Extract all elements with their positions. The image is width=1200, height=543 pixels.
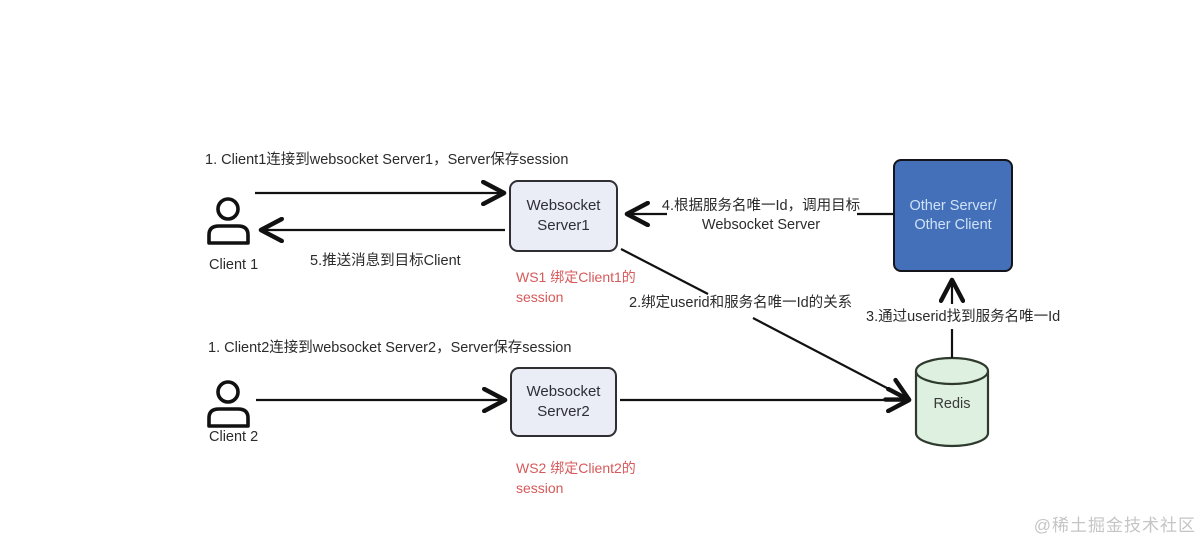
node-websocket-server1: Websocket Server1 [509,180,618,252]
person-icon [207,380,250,428]
annotation-step4: 4.根据服务名唯一Id，调用目标 Websocket Server [661,197,861,235]
node-other-server: Other Server/ Other Client [893,159,1013,272]
annotation-step4-line2: Websocket Server [701,217,821,233]
note-ws2-session-line1: WS2 绑定Client2的 [516,460,636,476]
note-ws2-session-line2: session [516,479,564,496]
arrow-ws1-to-redis-seg2 [752,317,912,402]
client1-label: Client 1 [209,257,259,273]
annotation-step1-client1: 1. Client1连接到websocket Server1，Server保存s… [205,152,569,168]
node-redis-label: Redis [933,396,971,412]
node-label: Other Client [914,216,992,233]
annotation-step5: 5.推送消息到目标Client [310,253,461,269]
redis-cylinder [914,356,990,448]
annotation-step3: 3.通过userid找到服务名唯一Id [866,309,1061,325]
watermark: @稀土掘金技术社区 [1033,516,1196,535]
node-label: Websocket [526,197,601,214]
annotation-step4-line1: 4.根据服务名唯一Id，调用目标 [661,198,861,214]
node-label: Other Server/ [909,197,997,214]
node-label: Server2 [537,403,590,420]
annotation-step2: 2.绑定userid和服务名唯一Id的关系 [629,295,853,311]
note-ws1-session-line1: WS1 绑定Client1的 [516,269,636,285]
client2-label: Client 2 [209,429,259,445]
arrow-ws1-to-redis-seg1 [620,248,709,295]
node-websocket-server2: Websocket Server2 [510,367,617,437]
node-label: Server1 [537,217,590,234]
note-ws1-session: WS1 绑定Client1的 session [516,268,636,307]
person-icon [207,197,250,245]
note-ws2-session: WS2 绑定Client2的 session [516,459,636,498]
node-label: Websocket [526,383,601,400]
note-ws1-session-line2: session [516,288,564,305]
annotation-step1-client2: 1. Client2连接到websocket Server2，Server保存s… [208,340,572,356]
